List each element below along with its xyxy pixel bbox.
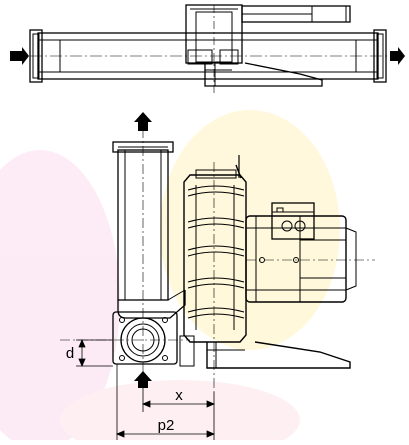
dimension-label-d: d	[66, 345, 74, 362]
arrow-up-icon	[134, 112, 152, 131]
background-watermark	[0, 110, 340, 445]
flow-arrows-top	[10, 47, 405, 65]
front-view	[60, 128, 375, 392]
dimension-label-p2: p2	[158, 417, 175, 434]
dimension-label-x: x	[175, 387, 183, 404]
arrow-right-icon	[10, 47, 29, 65]
arrow-right-icon	[390, 47, 405, 65]
flow-arrows-front	[134, 112, 152, 388]
arrow-up-icon	[134, 371, 152, 388]
top-view	[10, 4, 404, 95]
dimension-lines	[76, 338, 216, 440]
